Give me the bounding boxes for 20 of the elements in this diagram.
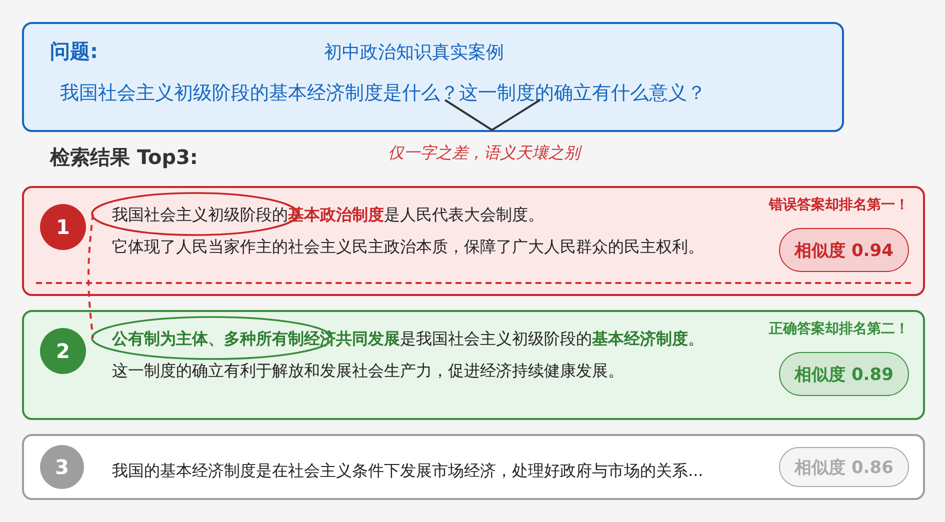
- subtitle: 初中政治知识真实案例: [324, 41, 504, 65]
- rank-badge: 1: [40, 204, 86, 250]
- result-text: 我国的基本经济制度是在社会主义条件下发展市场经济，处理好政府与市场的关系...: [112, 460, 704, 482]
- rank-badge: 2: [40, 328, 86, 374]
- result-card: [22, 310, 925, 420]
- result-card: [22, 186, 925, 296]
- similarity-pill: 相似度 0.86: [779, 447, 909, 487]
- similarity-pill: 相似度 0.89: [779, 352, 909, 396]
- section-heading: 检索结果 Top3:: [50, 144, 198, 171]
- result-card: [22, 434, 925, 500]
- note-text: 正确答案却排名第二！: [768, 320, 909, 338]
- result-text: 这一制度的确立有利于解放和发展社会生产力，促进经济持续健康发展。: [112, 360, 624, 382]
- question-text: 我国社会主义初级阶段的基本经济制度是什么？这一制度的确立有什么意义？: [60, 81, 706, 106]
- question-card: [22, 22, 844, 132]
- rank-badge: 3: [40, 445, 84, 489]
- result-text: 它体现了人民当家作主的社会主义民主政治本质，保障了广大人民群众的民主权利。: [112, 236, 704, 258]
- annotation-text: 仅一字之差，语义天壤之别: [388, 143, 580, 164]
- similarity-pill: 相似度 0.94: [779, 228, 909, 272]
- note-text: 错误答案却排名第一！: [768, 196, 909, 214]
- question-heading: 问题:: [50, 38, 98, 65]
